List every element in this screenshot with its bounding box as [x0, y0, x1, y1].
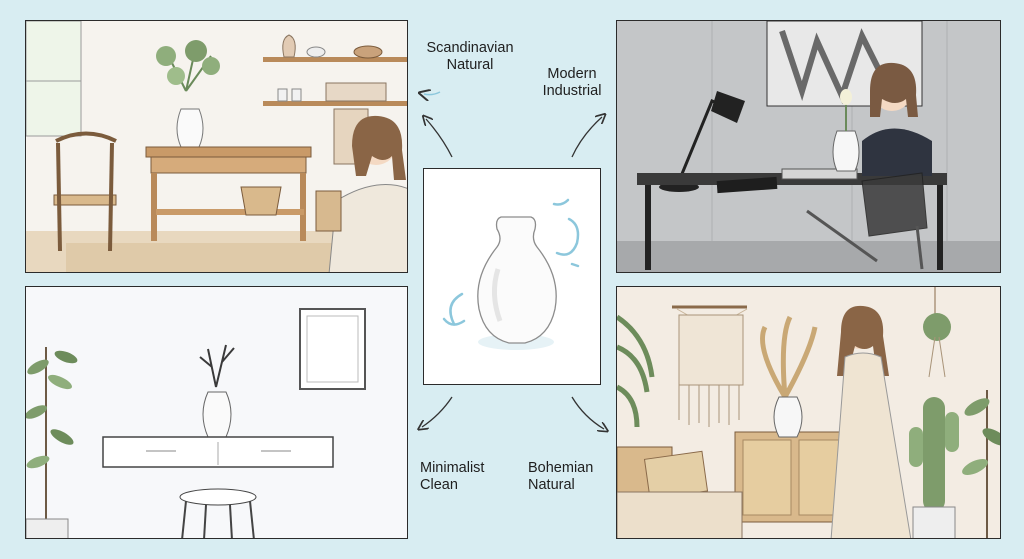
label-line: Natural: [446, 57, 494, 73]
label-line: Bohemian: [528, 460, 594, 476]
label-line: Scandinavian: [426, 40, 514, 56]
label-line: Modern: [547, 66, 597, 82]
label-bohemian-natural: Bohemian Natural: [528, 460, 593, 494]
label-modern-industrial: Modern Industrial: [537, 66, 607, 100]
scandinavian-panel: [25, 20, 408, 273]
vase-illustration: [442, 198, 580, 350]
bohemian-panel: [616, 286, 1001, 539]
label-line: Minimalist: [420, 460, 485, 476]
label-line: Industrial: [542, 83, 602, 99]
center-vase-card: [423, 168, 601, 385]
industrial-panel: [616, 20, 1001, 273]
label-scandinavian-natural: Scandinavian Natural: [416, 40, 524, 74]
label-line: Natural: [528, 477, 575, 493]
label-line: Clean: [420, 477, 458, 493]
label-minimalist-clean: Minimalist Clean: [420, 460, 484, 494]
minimalist-panel: [25, 286, 408, 539]
